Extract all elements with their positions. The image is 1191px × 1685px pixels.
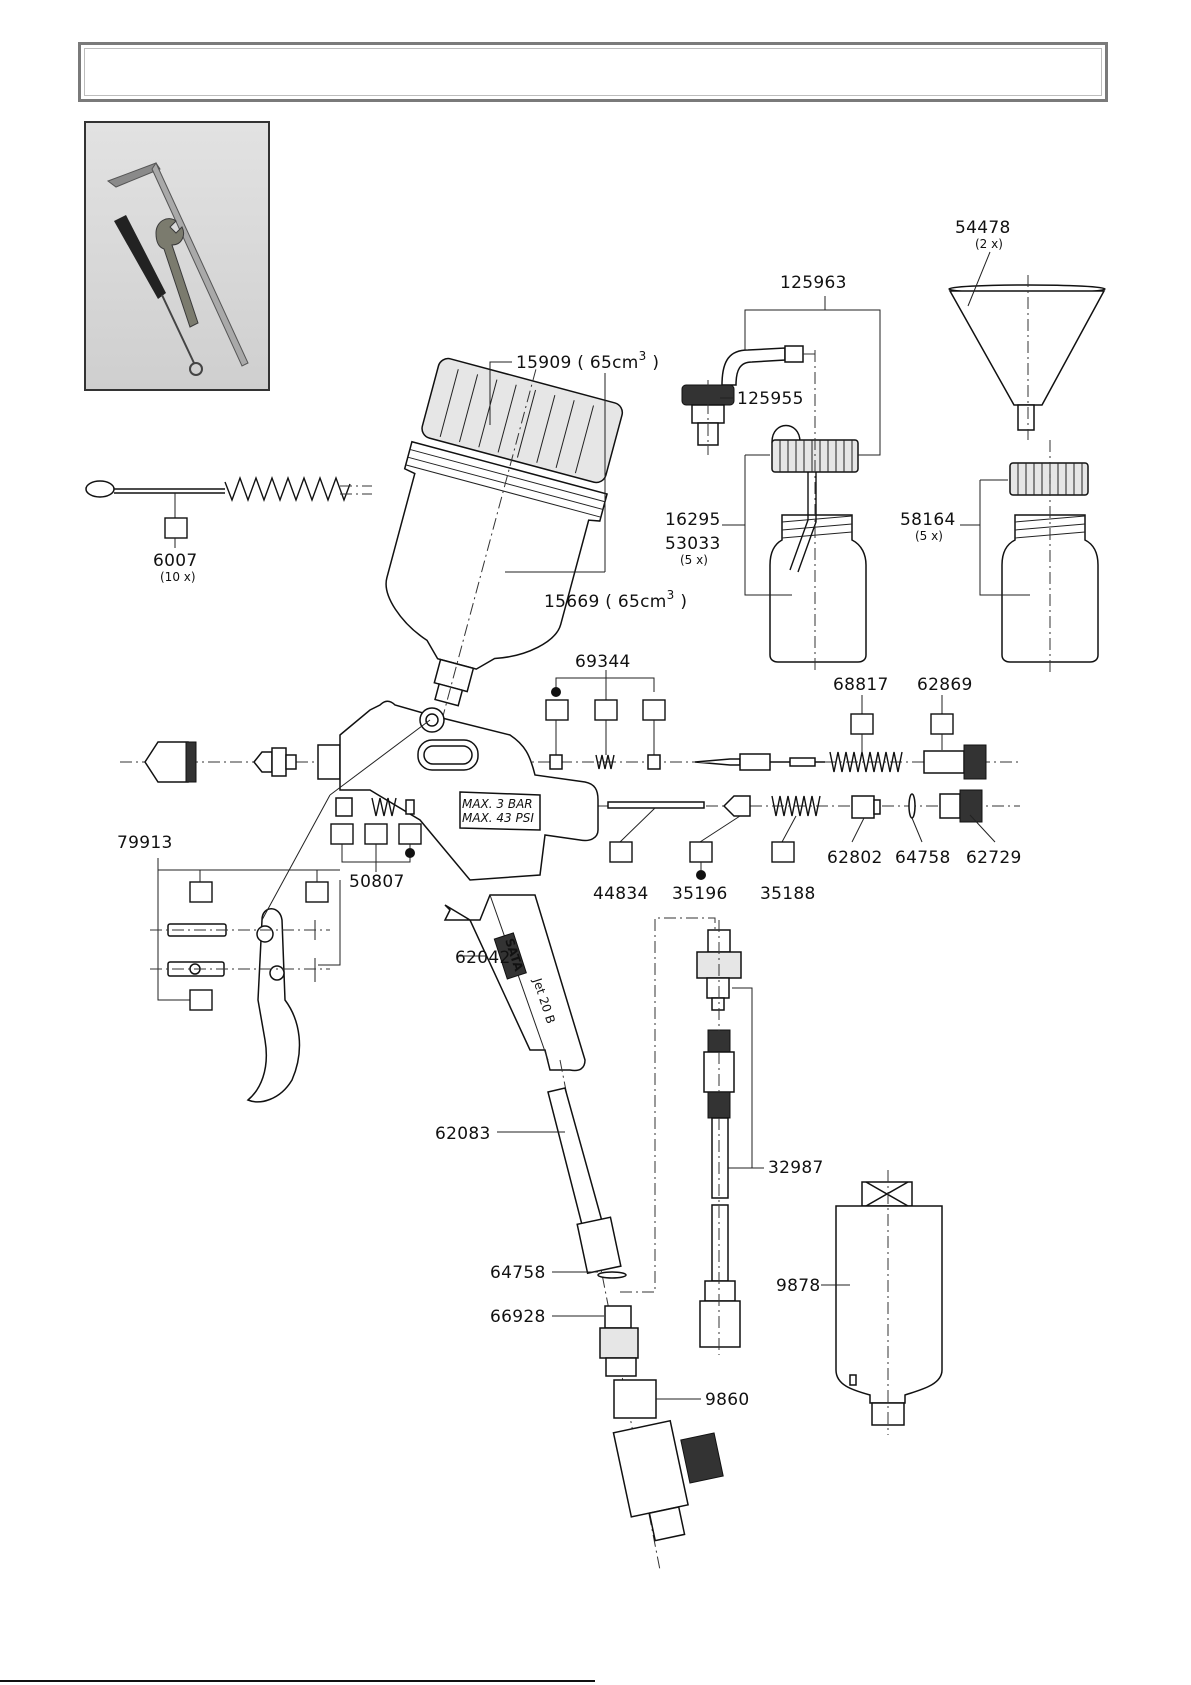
- handle-62042: [445, 895, 585, 1071]
- fitting-125955: [682, 380, 734, 455]
- tube-62083: [548, 1088, 621, 1273]
- cleaning-brush-6007: [86, 478, 372, 500]
- needle: [695, 754, 825, 770]
- gun-marking-psi: MAX. 43 PSI: [462, 811, 534, 825]
- filter-9878: [836, 1170, 942, 1435]
- label-62802: 62802: [827, 848, 883, 868]
- coupling-32987: [697, 920, 741, 1355]
- bottom-rule: [0, 1680, 595, 1682]
- label-15669: 15669 ( 65cm3 ): [544, 588, 687, 612]
- bottle-58164: [1002, 440, 1098, 672]
- oring-64758-b: [598, 1272, 626, 1278]
- knob-62729: [940, 790, 982, 822]
- label-9860: 9860: [705, 1390, 749, 1410]
- qty-58164: (5 x): [915, 529, 943, 543]
- label-15909: 15909 ( 65cm3 ): [516, 349, 659, 373]
- air-cap: [145, 742, 196, 782]
- label-64758-a: 64758: [895, 848, 951, 868]
- label-54478: 54478: [955, 218, 1011, 238]
- qty-6007: (10 x): [160, 570, 196, 584]
- label-62729: 62729: [966, 848, 1022, 868]
- fitting-66928: [600, 1306, 638, 1376]
- label-125963: 125963: [780, 273, 847, 293]
- label-69344: 69344: [575, 652, 631, 672]
- label-58164: 58164: [900, 510, 956, 530]
- label-16295: 16295: [665, 510, 721, 530]
- label-53033: 53033: [665, 534, 721, 554]
- label-35196: 35196: [672, 884, 728, 904]
- tube-125963: [722, 346, 815, 385]
- label-64758-b: 64758: [490, 1263, 546, 1283]
- label-62869: 62869: [917, 675, 973, 695]
- qty-54478: (2 x): [975, 237, 1003, 251]
- part-62802: [852, 796, 880, 818]
- paint-cup: [345, 343, 633, 743]
- adjust-knob-62869: [924, 745, 986, 779]
- nozzle: [254, 748, 296, 776]
- label-35188: 35188: [760, 884, 816, 904]
- label-50807: 50807: [349, 872, 405, 892]
- oring-64758: [909, 794, 915, 818]
- label-62042: 62042: [455, 948, 511, 968]
- trigger-pins: [150, 920, 330, 982]
- label-68817: 68817: [833, 675, 889, 695]
- gun-body: [340, 701, 598, 880]
- funnel-part: [949, 275, 1105, 440]
- label-6007: 6007: [153, 551, 197, 571]
- label-66928: 66928: [490, 1307, 546, 1327]
- qty-53033: (5 x): [680, 553, 708, 567]
- rod-44834: [608, 802, 704, 808]
- gun-head: [318, 745, 340, 779]
- label-9878: 9878: [776, 1276, 820, 1296]
- label-44834: 44834: [593, 884, 649, 904]
- piston-35196: [724, 796, 750, 816]
- label-125955: 125955: [737, 389, 804, 409]
- gun-marking-bar: MAX. 3 BAR: [462, 797, 533, 811]
- label-32987: 32987: [768, 1158, 824, 1178]
- label-79913: 79913: [117, 833, 173, 853]
- label-62083: 62083: [435, 1124, 491, 1144]
